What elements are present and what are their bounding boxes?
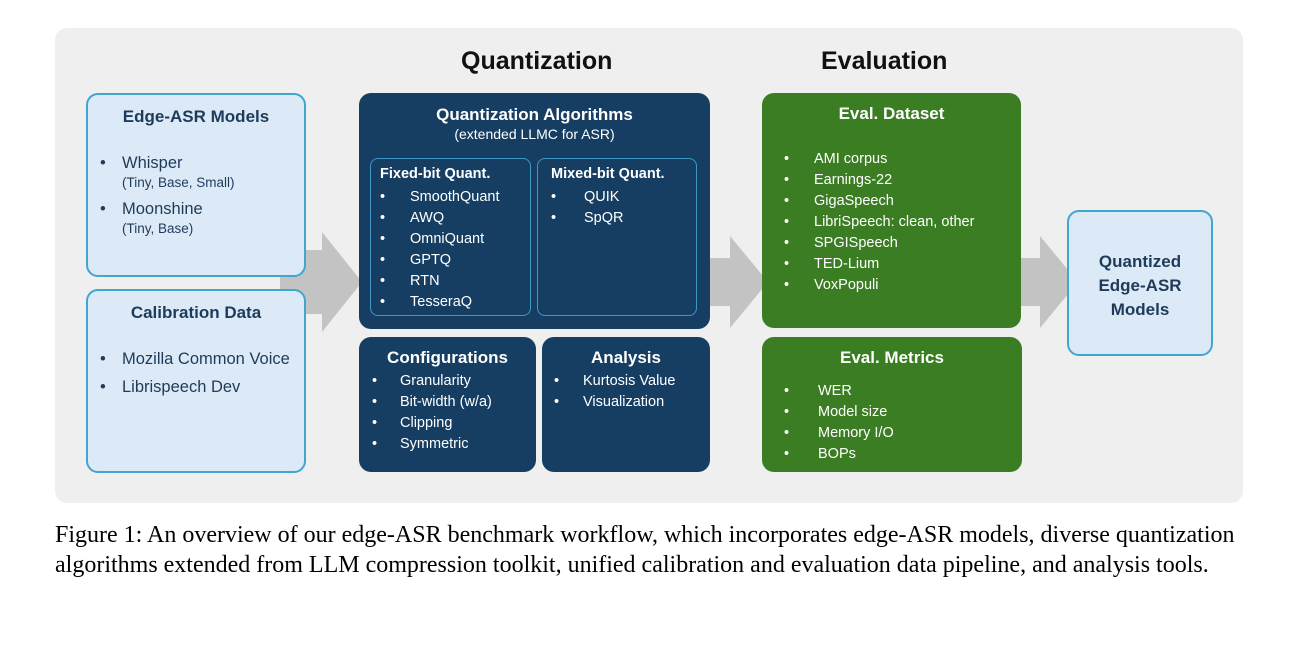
eval-metrics-box: Eval. Metrics WER Model size Memory I/O … (762, 337, 1022, 472)
fixed-bit-quant-box: Fixed-bit Quant. SmoothQuant AWQ OmniQua… (370, 158, 531, 316)
edge-asr-models-list: Whisper(Tiny, Base, Small) Moonshine(Tin… (100, 153, 300, 245)
eval-dataset-title: Eval. Dataset (838, 104, 945, 123)
list-item: AMI corpus (784, 149, 1019, 170)
list-item: GigaSpeech (784, 191, 1019, 212)
quantization-algorithms-title: Quantization Algorithms (436, 105, 633, 124)
list-item: VoxPopuli (784, 275, 1019, 296)
list-item: SpQR (551, 208, 691, 229)
list-item: SmoothQuant (380, 187, 530, 208)
calibration-data-box: Calibration Data Mozilla Common Voice Li… (86, 289, 306, 473)
section-title-quantization: Quantization (461, 47, 613, 75)
analysis-title: Analysis (591, 348, 661, 367)
list-item: LibriSpeech: clean, other (784, 212, 1019, 233)
list-item: TED-Lium (784, 254, 1019, 275)
list-item: Mozilla Common Voice (100, 349, 300, 369)
mixed-bit-quant-list: QUIK SpQR (551, 187, 691, 229)
list-item: Clipping (372, 413, 532, 434)
quantization-algorithms-box: Quantization Algorithms (extended LLMC f… (359, 93, 710, 329)
configurations-box: Configurations Granularity Bit-width (w/… (359, 337, 536, 472)
list-item: SPGISpeech (784, 233, 1019, 254)
list-item: Librispeech Dev (100, 377, 300, 397)
eval-metrics-title: Eval. Metrics (840, 348, 944, 367)
list-item: Granularity (372, 371, 532, 392)
mixed-bit-quant-title: Mixed-bit Quant. (551, 166, 665, 182)
configurations-list: Granularity Bit-width (w/a) Clipping Sym… (372, 371, 532, 455)
list-item: Bit-width (w/a) (372, 392, 532, 413)
list-item: TesseraQ (380, 292, 530, 313)
fixed-bit-quant-title: Fixed-bit Quant. (380, 166, 491, 182)
list-item: Moonshine(Tiny, Base) (100, 199, 300, 239)
eval-metrics-list: WER Model size Memory I/O BOPs (784, 381, 1019, 465)
list-item: BOPs (784, 444, 1019, 465)
list-item: WER (784, 381, 1019, 402)
calibration-data-list: Mozilla Common Voice Librispeech Dev (100, 349, 300, 403)
quantized-models-box: Quantized Edge-ASR Models (1067, 210, 1213, 356)
configurations-title: Configurations (387, 348, 508, 367)
calibration-data-title: Calibration Data (130, 303, 262, 322)
figure-caption: Figure 1: An overview of our edge-ASR be… (55, 522, 1235, 578)
list-item: Earnings-22 (784, 170, 1019, 191)
quantization-algorithms-subtitle: (extended LLMC for ASR) (454, 126, 615, 142)
analysis-list: Kurtosis Value Visualization (554, 371, 709, 413)
mixed-bit-quant-box: Mixed-bit Quant. QUIK SpQR (537, 158, 697, 316)
list-item: Model size (784, 402, 1019, 423)
list-item: Memory I/O (784, 423, 1019, 444)
section-title-evaluation: Evaluation (821, 47, 948, 75)
list-item: OmniQuant (380, 229, 530, 250)
list-item: Kurtosis Value (554, 371, 709, 392)
edge-asr-models-box: Edge-ASR Models Whisper(Tiny, Base, Smal… (86, 93, 306, 277)
list-item: RTN (380, 271, 530, 292)
edge-asr-models-title: Edge-ASR Models (122, 107, 270, 126)
eval-dataset-box: Eval. Dataset AMI corpus Earnings-22 Gig… (762, 93, 1021, 328)
list-item: Symmetric (372, 434, 532, 455)
eval-dataset-list: AMI corpus Earnings-22 GigaSpeech LibriS… (784, 149, 1019, 296)
quantized-models-label: Quantized Edge-ASR Models (1098, 252, 1182, 319)
list-item: Whisper(Tiny, Base, Small) (100, 153, 300, 193)
list-item: Visualization (554, 392, 709, 413)
list-item: GPTQ (380, 250, 530, 271)
fixed-bit-quant-list: SmoothQuant AWQ OmniQuant GPTQ RTN Tesse… (380, 187, 530, 313)
arrow-evaluation-to-output (1015, 236, 1078, 328)
arrow-quantization-to-evaluation (705, 236, 768, 328)
analysis-box: Analysis Kurtosis Value Visualization (542, 337, 710, 472)
list-item: AWQ (380, 208, 530, 229)
list-item: QUIK (551, 187, 691, 208)
